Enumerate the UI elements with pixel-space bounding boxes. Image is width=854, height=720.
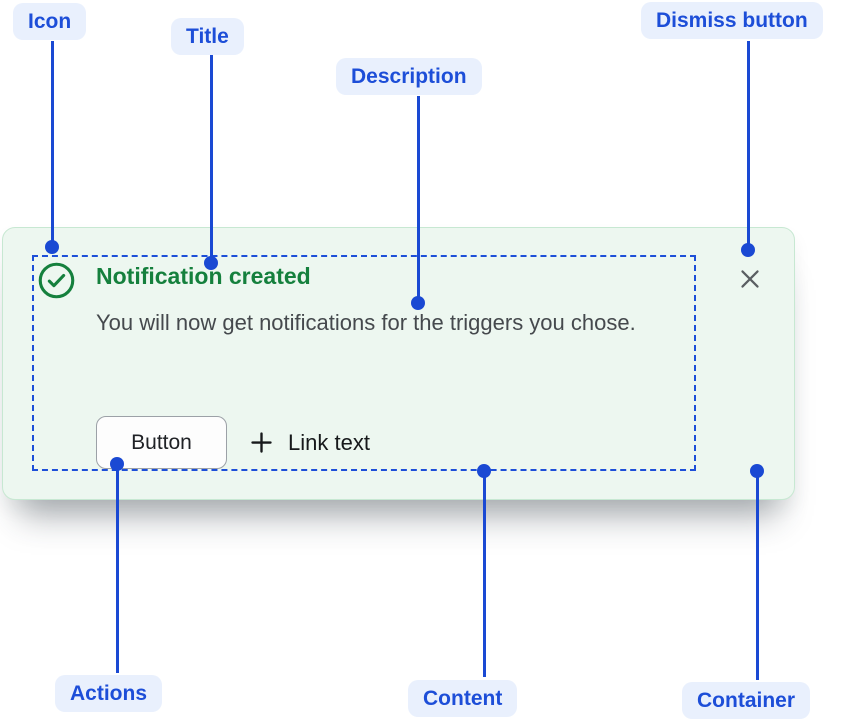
annotation-label-container: Container	[682, 682, 811, 719]
connector-line-dismiss	[747, 41, 750, 246]
connector-line-content	[483, 471, 486, 677]
connector-line-actions	[116, 464, 119, 673]
notification-description: You will now get notifications for the t…	[96, 310, 636, 335]
annotation-label-description: Description	[336, 58, 482, 95]
connector-dot-description	[411, 296, 425, 310]
annotation-label-actions: Actions	[55, 675, 163, 712]
connector-dot-title	[204, 256, 218, 270]
annotation-label-icon: Icon	[13, 3, 87, 40]
connector-line-description	[417, 96, 420, 299]
connector-line-icon	[51, 41, 54, 243]
plus-icon	[249, 430, 274, 455]
connector-dot-icon	[45, 240, 59, 254]
dismiss-button[interactable]	[734, 263, 766, 295]
actions-row: Button Link text	[96, 416, 370, 469]
notification-title: Notification created	[96, 263, 311, 289]
link-text-label: Link text	[288, 429, 370, 455]
annotation-label-content: Content	[408, 680, 518, 717]
connector-dot-dismiss	[741, 243, 755, 257]
annotation-label-title: Title	[171, 18, 244, 55]
connector-line-container	[756, 471, 759, 680]
connector-dot-content	[477, 464, 491, 478]
content-outline	[32, 255, 696, 471]
close-icon	[737, 266, 763, 292]
link-action[interactable]: Link text	[249, 430, 370, 456]
notification-container: Notification created You will now get no…	[2, 227, 795, 500]
connector-dot-container	[750, 464, 764, 478]
check-circle-icon	[37, 261, 76, 300]
annotation-label-dismiss-button: Dismiss button	[641, 2, 823, 39]
connector-dot-actions	[110, 457, 124, 471]
connector-line-title	[210, 55, 213, 259]
